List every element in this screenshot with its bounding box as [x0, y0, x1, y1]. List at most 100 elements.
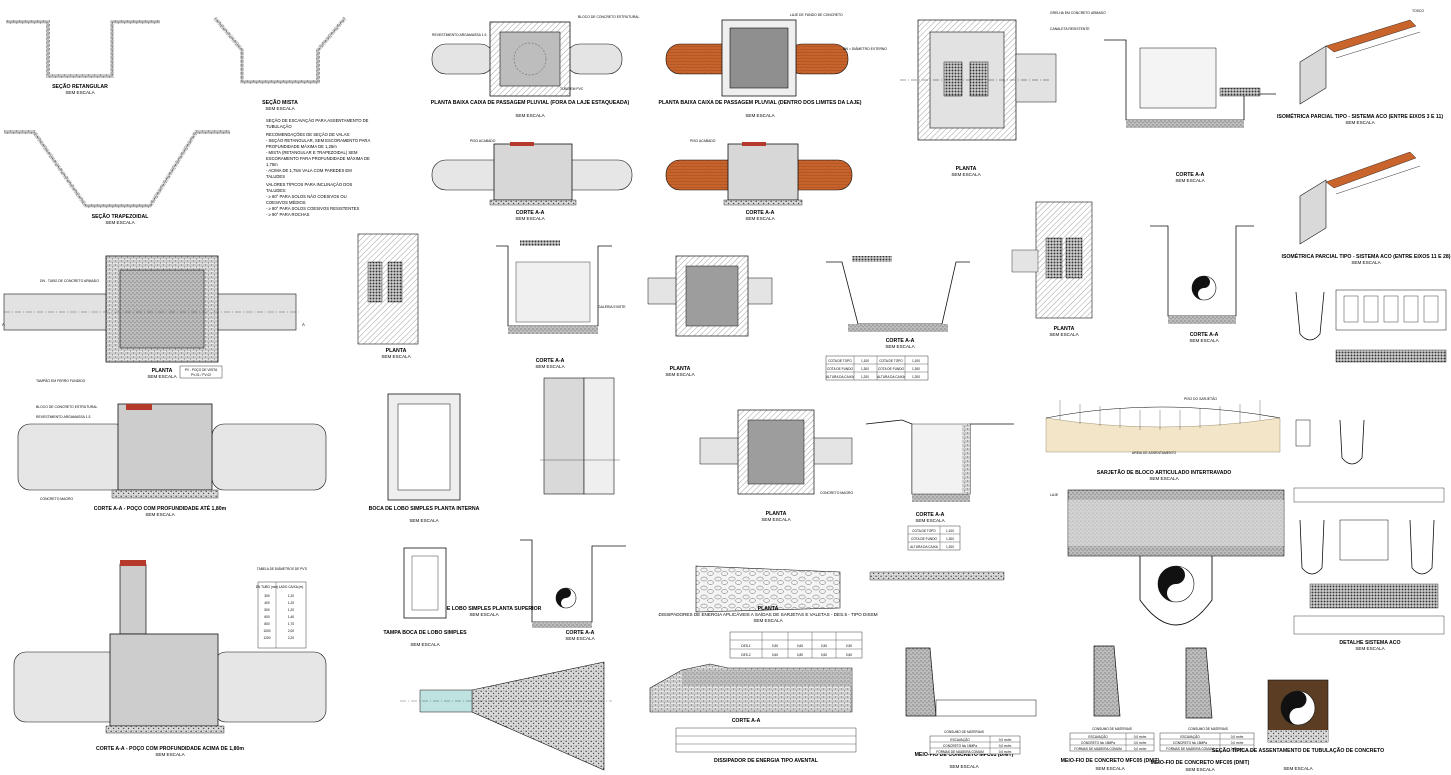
svg-text:SEM ESCALA: SEM ESCALA [1185, 767, 1215, 772]
svg-text:AREIA DE ASSENTAMENTO: AREIA DE ASSENTAMENTO [1132, 451, 1177, 455]
svg-text:SEM ESCALA: SEM ESCALA [409, 518, 439, 523]
svg-text:1200: 1200 [263, 636, 270, 640]
svg-text:1,200: 1,200 [861, 375, 869, 379]
svg-text:0,0 m³/m: 0,0 m³/m [999, 744, 1012, 748]
svg-text:0,0 m³/m: 0,0 m³/m [1134, 735, 1147, 739]
sarjeta-bloco-drawing: PISO DO SARJETÃO AREIA DE ASSENTAMENTO S… [1045, 396, 1281, 481]
svg-text:SEM ESCALA: SEM ESCALA [1283, 766, 1313, 771]
svg-text:SEÇÃO TÍPICA DE ASSENTAMENTO D: SEÇÃO TÍPICA DE ASSENTAMENTO DE TUBULAÇÃ… [1212, 746, 1384, 754]
svg-text:CORTE A-A: CORTE A-A [916, 512, 945, 518]
svg-text:- ≥ 90° PARA ROCHAS: - ≥ 90° PARA ROCHAS [266, 212, 310, 217]
svg-text:CONSUMO DE MATERIAIS: CONSUMO DE MATERIAIS [1188, 727, 1228, 731]
meio-fio-2-drawing: MEIO-FIO DE CONCRETO MFC05 (DNIT) SEM ES… [1061, 645, 1160, 771]
secao-trapezoidal-scale: SEM ESCALA [105, 220, 135, 225]
table-diametros-rows: 300 1,20 400 1,20 500 1,20 600 1,40 800 … [263, 594, 294, 640]
secao-retangular-scale: SEM ESCALA [65, 90, 95, 95]
svg-text:SEM ESCALA: SEM ESCALA [745, 216, 775, 221]
corte-aa-cta-drawing: CORTE A-A SEM ESCALA [826, 256, 970, 349]
corner-logo: TOSCO [1412, 9, 1424, 13]
planta-cx-drawing: PLANTA SEM ESCALA [1011, 201, 1093, 337]
svg-text:0,0 m³/m: 0,0 m³/m [1134, 741, 1147, 745]
svg-text:SEM ESCALA: SEM ESCALA [381, 354, 411, 359]
svg-text:SEM ESCALA: SEM ESCALA [1345, 120, 1375, 125]
secao-trapezoidal-title: SEÇÃO TRAPEZOIDAL [92, 213, 150, 220]
svg-text:1,100: 1,100 [912, 359, 920, 363]
svg-text:SEÇÃO DE ESCAVAÇÃO PARA ASSENT: SEÇÃO DE ESCAVAÇÃO PARA ASSENTAMENTO DE [266, 118, 369, 123]
corte-aa-ct-drawing: CORTE A-A SEM ESCALA [496, 240, 612, 369]
svg-text:SEM ESCALA: SEM ESCALA [949, 764, 979, 769]
label-galeria: GALERIA EXISTE [598, 305, 626, 309]
svg-text:MEIO-FIO DE CONCRETO MFC05 (DN: MEIO-FIO DE CONCRETO MFC05 (DNIT) [1061, 758, 1160, 764]
corte-aa-bl-drawing: CORTE A-A SEM ESCALA [520, 539, 626, 641]
svg-text:TALUDES:: TALUDES: [266, 188, 286, 193]
svg-text:SEM ESCALA: SEM ESCALA [665, 372, 695, 377]
svg-text:- ACIMA DE 1,75m VALA COM PARE: - ACIMA DE 1,75m VALA COM PAREDES EM [266, 168, 352, 173]
label-tubo-pvc: TUBO EM PVC [560, 87, 584, 91]
svg-text:COTA DE FUNDO: COTA DE FUNDO [911, 537, 937, 541]
svg-text:0,60: 0,60 [821, 653, 827, 657]
svg-text:DN - TUBO DE CONCRETO ARMADO: DN - TUBO DE CONCRETO ARMADO [40, 279, 99, 283]
svg-text:CORTE A-A: CORTE A-A [1190, 332, 1219, 338]
svg-text:CORTE A-A - POÇO COM PROFUNDID: CORTE A-A - POÇO COM PROFUNDIDADE ATÉ 1,… [94, 504, 227, 512]
svg-text:SEM ESCALA: SEM ESCALA [1149, 476, 1179, 481]
svg-text:PLANTA: PLANTA [1054, 326, 1075, 332]
svg-text:0,60: 0,60 [772, 653, 778, 657]
svg-text:PLANTA: PLANTA [670, 366, 691, 372]
svg-text:1,75m: 1,75m [266, 162, 278, 167]
svg-text:800: 800 [264, 622, 270, 626]
svg-text:SEM ESCALA: SEM ESCALA [565, 636, 595, 641]
svg-text:1,300: 1,300 [946, 537, 954, 541]
svg-text:2,00: 2,00 [288, 629, 294, 633]
svg-text:SEM ESCALA: SEM ESCALA [469, 612, 499, 617]
svg-text:PLANTA BAIXA CAIXA DE PASSAGEM: PLANTA BAIXA CAIXA DE PASSAGEM PLUVIAL (… [431, 100, 630, 106]
svg-text:SEM ESCALA: SEM ESCALA [761, 517, 791, 522]
svg-text:BLOCO DE CONCRETO ESTRUTURAL: BLOCO DE CONCRETO ESTRUTURAL [36, 405, 97, 409]
svg-text:PLANTA: PLANTA [758, 606, 779, 612]
svg-text:COTA DE TOPO: COTA DE TOPO [879, 359, 903, 363]
table-dissipador: DES-1 0,50 0,60 0,50 0,50 DES-2 0,60 0,8… [729, 631, 863, 659]
svg-text:DISSIPADORES DE ENERGIA APLICÁ: DISSIPADORES DE ENERGIA APLICÁVEIS A SAÍ… [658, 611, 877, 617]
svg-text:DISSIPADOR DE ENERGIA TIPO AVE: DISSIPADOR DE ENERGIA TIPO AVENTAL [714, 758, 819, 764]
meio-fio-1-drawing: MEIO-FIO DE CONCRETO MFC01 (DNIT) SEM ES… [905, 647, 1037, 769]
svg-text:PISO ACABADO: PISO ACABADO [690, 139, 716, 143]
label-dn-diametro: DN = DIÂMETRO EXTERNO [843, 47, 887, 51]
svg-text:0,50: 0,50 [821, 644, 827, 648]
svg-text:ISOMÉTRICA PARCIAL TIPO - SIST: ISOMÉTRICA PARCIAL TIPO - SISTEMA ACO (E… [1277, 112, 1443, 120]
svg-text:CORTE A-A: CORTE A-A [732, 718, 761, 724]
svg-text:1,300: 1,300 [861, 367, 869, 371]
svg-text:ALTURA DA CAIXA: ALTURA DA CAIXA [877, 375, 906, 379]
svg-text:1,40: 1,40 [288, 615, 294, 619]
svg-text:300: 300 [264, 594, 270, 598]
isometrica-2-drawing: ISOMÉTRICA PARCIAL TIPO - SISTEMA ACO (E… [1282, 151, 1451, 265]
aco-profiles [1295, 289, 1447, 465]
svg-text:SEM ESCALA: SEM ESCALA [515, 216, 545, 221]
svg-text:0,0 m²/m: 0,0 m²/m [1134, 747, 1147, 751]
svg-text:0,50: 0,50 [846, 644, 852, 648]
svg-text:COESIVOS MÉDIOS: COESIVOS MÉDIOS [266, 200, 306, 205]
planta-grelha-drawing: PLANTA SEM ESCALA [900, 19, 1057, 177]
svg-text:400: 400 [264, 601, 270, 605]
svg-text:BOCA DE LOBO SIMPLES PLANTA SU: BOCA DE LOBO SIMPLES PLANTA SUPERIOR [427, 606, 542, 612]
svg-text:ESCAVAÇÃO: ESCAVAÇÃO [1180, 734, 1200, 739]
svg-text:1,100: 1,100 [946, 529, 954, 533]
svg-text:FORMAS DE MADEIRA COMUM: FORMAS DE MADEIRA COMUM [1074, 747, 1122, 751]
label-canaleta: CANALETA RESISTENTE [1050, 27, 1090, 31]
svg-text:PLANTA: PLANTA [386, 348, 407, 354]
svg-text:1,300: 1,300 [912, 367, 920, 371]
label-bloco-concreto: BLOCO DE CONCRETO ESTRUTURAL [578, 15, 639, 19]
svg-text:MEIO-FIO DE CONCRETO MFC05 (DN: MEIO-FIO DE CONCRETO MFC05 (DNIT) [1151, 760, 1250, 766]
svg-text:PLANTA: PLANTA [956, 166, 977, 172]
svg-text:CORTE A-A: CORTE A-A [536, 358, 565, 364]
isometrica-1-drawing: ISOMÉTRICA PARCIAL TIPO - SISTEMA ACO (E… [1277, 19, 1443, 125]
svg-text:- ≥ 80° PARA SOLOS COESIVOS RE: - ≥ 80° PARA SOLOS COESIVOS RESISTENTES [266, 206, 359, 211]
table-consumo-2: CONSUMO DE MATERIAIS ESCAVAÇÃO 0,0 m³/m … [1069, 727, 1155, 752]
svg-text:0,50: 0,50 [772, 644, 778, 648]
svg-text:CORTE A-A: CORTE A-A [746, 210, 775, 216]
svg-text:VALORES TÍPICOS PARA INCLINAÇÃ: VALORES TÍPICOS PARA INCLINAÇÃO DOS [266, 182, 353, 187]
svg-text:SEM ESCALA: SEM ESCALA [155, 752, 185, 757]
svg-text:MEIO-FIO DE CONCRETO MFC01 (DN: MEIO-FIO DE CONCRETO MFC01 (DNIT) [915, 752, 1014, 758]
svg-text:DN TUBO (mm): DN TUBO (mm) [256, 585, 279, 589]
svg-text:ALTURA DA CAIXA: ALTURA DA CAIXA [826, 375, 855, 379]
svg-text:FORMAS DE MADEIRA COMUM: FORMAS DE MADEIRA COMUM [936, 750, 984, 754]
svg-text:SEM ESCALA: SEM ESCALA [1189, 338, 1219, 343]
